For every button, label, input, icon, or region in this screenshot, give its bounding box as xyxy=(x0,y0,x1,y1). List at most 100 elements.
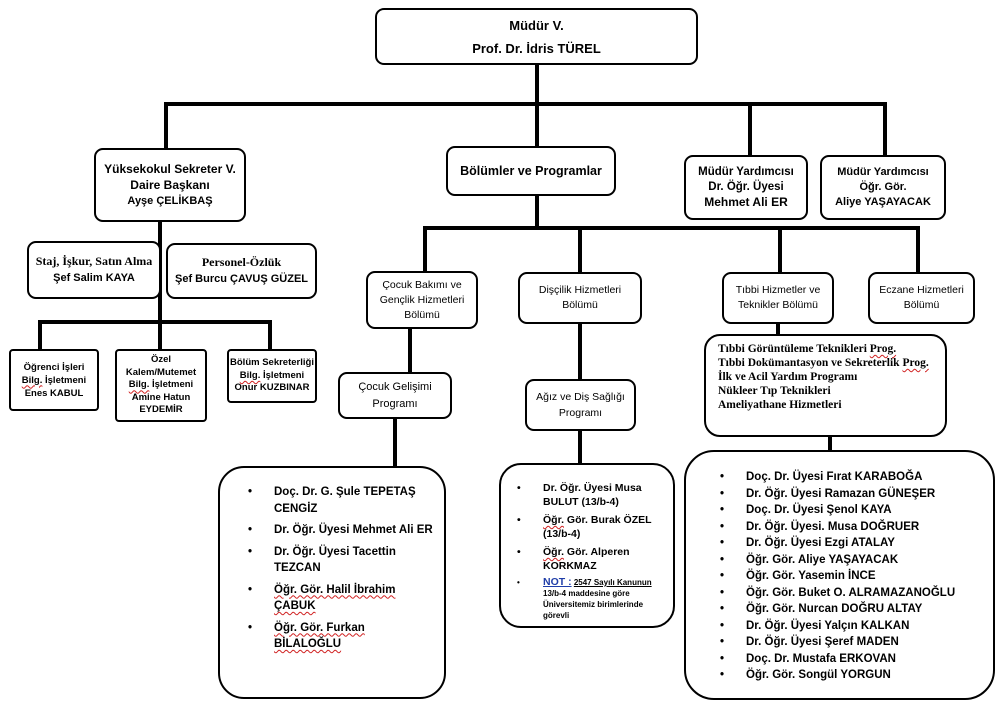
prog-cocuk-line2: Programı xyxy=(372,397,418,410)
personel-title: Personel-Özlük xyxy=(201,255,282,269)
dept-tibbi-line1: Tıbbi Hizmetler ve xyxy=(735,284,821,296)
ozel-name-2: EYDEMİR xyxy=(139,404,183,416)
staff-tibbi-item: Dr. Öğr. Üyesi Ezgi ATALAY xyxy=(720,535,987,552)
director-box: Müdür V. Prof. Dr. İdris TÜREL xyxy=(375,8,698,65)
staff-tibbi-item: Doç. Dr. Üyesi Şenol KAYA xyxy=(720,502,987,519)
staff-agiz-item: Öğr. Gör. Alperen KORKMAZ xyxy=(517,545,665,573)
bolumsek-title: Bölüm Sekreterliği xyxy=(230,357,314,369)
dept-tibbi-line2: Teknikler Bölümü xyxy=(738,299,818,311)
deputy-director-1-box: Müdür Yardımcısı Dr. Öğr. Üyesi Mehmet A… xyxy=(684,155,808,220)
staff-agiz-dis-box: Dr. Öğr. Üyesi Musa BULUT (13/b-4) Öğr. … xyxy=(499,463,675,628)
note-law: 2547 Sayılı Kanunun xyxy=(573,578,652,587)
staff-agiz-item-3-rest: Gör. Alperen KORKMAZ xyxy=(543,546,630,572)
staff-tibbi-item: Dr. Öğr. Üyesi Yalçın KALKAN xyxy=(720,618,987,635)
dept-cocuk-line2: Gençlik Hizmetleri xyxy=(379,293,465,306)
ozel-role-rest: İşletmeni xyxy=(149,379,194,391)
staff-tibbi-item: Öğr. Gör. Buket O. ALRAMAZANOĞLU xyxy=(720,585,987,602)
dept-eczane-box: Eczane Hizmetleri Bölümü xyxy=(868,272,975,324)
personel-name: Şef Burcu ÇAVUŞ GÜZEL xyxy=(174,273,309,285)
staff-cocuk-item-5: Öğr. Gör. Furkan BİLALOĞLU xyxy=(274,621,365,651)
ogrenci-role-prefix: Bilg. xyxy=(21,374,43,386)
deputy-1-rank: Dr. Öğr. Üyesi xyxy=(708,181,784,193)
staff-agiz-note: NOT : 2547 Sayılı Kanunun 13/b-4 maddesi… xyxy=(517,576,665,621)
dept-cocuk-bakimi-box: Çocuk Bakımı ve Gençlik Hizmetleri Bölüm… xyxy=(366,271,478,329)
staff-agiz-item: Dr. Öğr. Üyesi Musa BULUT (13/b-4) xyxy=(517,481,665,509)
director-name: Prof. Dr. İdris TÜREL xyxy=(472,40,601,56)
note-rest: 13/b-4 maddesine göre Üniversitemiz biri… xyxy=(543,589,644,620)
dept-eczane-line1: Eczane Hizmetleri xyxy=(879,284,964,296)
staff-agiz-item-3-prefix: Öğr. xyxy=(543,546,565,558)
staff-tibbi-item: Öğr. Gör. Songül YORGUN xyxy=(720,667,987,684)
ozel-role: Bilg. İşletmeni xyxy=(129,379,193,392)
secretary-title: Yüksekokul Sekreter V. xyxy=(104,162,236,176)
ozel-line1: Özel xyxy=(150,354,172,366)
staff-agiz-item: Öğr. Gör. Burak ÖZEL (13/b-4) xyxy=(517,513,665,541)
staff-agiz-item-2-prefix: Öğr. xyxy=(543,514,565,526)
staff-cocuk-item: Dr. Öğr. Üyesi Tacettin TEZCAN xyxy=(248,544,434,577)
staff-cocuk-gelisimi-box: Doç. Dr. G. Şule TEPETAŞ CENGİZ Dr. Öğr.… xyxy=(218,466,446,699)
prog-agiz-line1: Ağız ve Diş Sağlığı xyxy=(536,391,625,403)
dept-cocuk-line3: Bölümü xyxy=(404,308,440,321)
staj-name: Şef Salim KAYA xyxy=(53,272,135,284)
program-tibbi-box: Tıbbi Görüntüleme Teknikleri Prog. Tıbbi… xyxy=(704,334,947,437)
personel-box: Personel-Özlük Şef Burcu ÇAVUŞ GÜZEL xyxy=(166,243,317,299)
bolumsek-name: Onur KUZBINAR xyxy=(234,382,310,394)
departments-header-box: Bölümler ve Programlar xyxy=(446,146,616,196)
staff-tibbi-item: Doç. Dr. Üyesi Fırat KARABOĞA xyxy=(720,469,987,486)
bolumsek-role-prefix: Bilg. xyxy=(239,369,261,381)
staff-tibbi-box: Doç. Dr. Üyesi Fırat KARABOĞA Dr. Öğr. Ü… xyxy=(684,450,995,700)
staj-title: Staj, İşkur, Satın Alma xyxy=(35,254,153,268)
bolumsek-role: Bilg. İşletmeni xyxy=(240,370,304,383)
ozel-kalem-box: Özel Kalem/Mutemet Bilg. İşletmeni Amine… xyxy=(115,349,207,422)
staff-cocuk-item: Doç. Dr. G. Şule TEPETAŞ CENGİZ xyxy=(248,484,434,517)
prog-tibbi-line4: Nükleer Tıp Teknikleri xyxy=(718,385,831,397)
staff-cocuk-item-4: Öğr. Gör. Halil İbrahim ÇABUK xyxy=(274,583,396,613)
deputy-2-title: Müdür Yardımcısı xyxy=(837,166,929,178)
staff-tibbi-item: Dr. Öğr. Üyesi Şeref MADEN xyxy=(720,634,987,651)
prog-tibbi-line3: İlk ve Acil Yardım Programı xyxy=(718,371,858,383)
deputy-2-rank: Öğr. Gör. xyxy=(859,181,907,193)
staj-box: Staj, İşkur, Satın Alma Şef Salim KAYA xyxy=(27,241,161,299)
ogrenci-title: Öğrenci İşleri xyxy=(23,361,85,373)
ogrenci-name: Enes KABUL xyxy=(24,387,84,399)
secretary-name: Ayşe ÇELİKBAŞ xyxy=(127,195,213,207)
prog-tibbi-line1: Tıbbi Görüntüleme Teknikleri Prog. xyxy=(718,342,896,356)
prog-tibbi-line5: Ameliyathane Hizmetleri xyxy=(718,399,842,411)
deputy-1-name: Mehmet Ali ER xyxy=(704,195,788,209)
ozel-line2: Kalem/Mutemet xyxy=(125,366,197,378)
dept-discilik-line2: Bölümü xyxy=(562,299,598,311)
staff-cocuk-list: Doç. Dr. G. Şule TEPETAŞ CENGİZ Dr. Öğr.… xyxy=(248,484,434,653)
ogrenci-isleri-box: Öğrenci İşleri Bilg. İşletmeni Enes KABU… xyxy=(9,349,99,411)
prog-cocuk-line1: Çocuk Gelişimi xyxy=(358,380,432,393)
staff-agiz-list: Dr. Öğr. Üyesi Musa BULUT (13/b-4) Öğr. … xyxy=(517,481,665,621)
dept-discilik-line1: Dişçilik Hizmetleri xyxy=(538,284,622,296)
staff-tibbi-item: Öğr. Gör. Aliye YAŞAYACAK xyxy=(720,552,987,569)
staff-cocuk-item: Öğr. Gör. Furkan BİLALOĞLU xyxy=(248,620,434,653)
staff-tibbi-item: Dr. Öğr. Üyesi. Musa DOĞRUER xyxy=(720,519,987,536)
bolumsek-role-rest: İşletmeni xyxy=(260,369,305,381)
departments-header: Bölümler ve Programlar xyxy=(460,164,602,178)
staff-tibbi-item: Doç. Dr. Mustafa ERKOVAN xyxy=(720,651,987,668)
deputy-2-name: Aliye YAŞAYACAK xyxy=(835,196,931,208)
ozel-name-1: Amine Hatun xyxy=(131,391,191,403)
ogrenci-role-rest: İşletmeni xyxy=(42,374,87,386)
staff-cocuk-item: Öğr. Gör. Halil İbrahim ÇABUK xyxy=(248,582,434,615)
bolum-sekreterligi-box: Bölüm Sekreterliği Bilg. İşletmeni Onur … xyxy=(227,349,317,403)
staff-tibbi-item: Öğr. Gör. Nurcan DOĞRU ALTAY xyxy=(720,601,987,618)
secretary-subtitle: Daire Başkanı xyxy=(130,178,210,192)
staff-tibbi-item: Öğr. Gör. Yasemin İNCE xyxy=(720,568,987,585)
dept-tibbi-box: Tıbbi Hizmetler ve Teknikler Bölümü xyxy=(722,272,834,324)
deputy-1-title: Müdür Yardımcısı xyxy=(698,166,794,178)
prog-tibbi-line2: Tıbbi Dokümantasyon ve Sekreterlik Prog. xyxy=(718,356,929,370)
staff-tibbi-list: Doç. Dr. Üyesi Fırat KARABOĞA Dr. Öğr. Ü… xyxy=(720,469,987,684)
dept-eczane-line2: Bölümü xyxy=(903,299,940,311)
program-agiz-dis-box: Ağız ve Diş Sağlığı Programı xyxy=(525,379,636,431)
prog-agiz-line2: Programı xyxy=(558,407,603,419)
program-cocuk-gelisimi-box: Çocuk Gelişimi Programı xyxy=(338,372,452,419)
note-label: NOT : xyxy=(543,576,572,588)
prog-tibbi-line2-text: Tıbbi Dokümantasyon ve Sekreterlik xyxy=(718,357,903,369)
staff-agiz-item-2-rest: Gör. Burak ÖZEL (13/b-4) xyxy=(543,514,652,540)
dept-discilik-box: Dişçilik Hizmetleri Bölümü xyxy=(518,272,642,324)
staff-tibbi-item: Dr. Öğr. Üyesi Ramazan GÜNEŞER xyxy=(720,486,987,503)
